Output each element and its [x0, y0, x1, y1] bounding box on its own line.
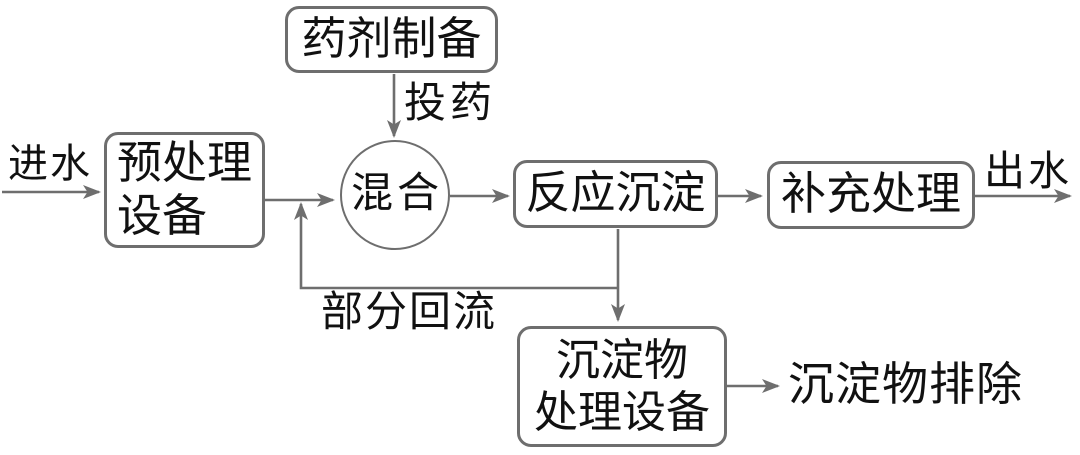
- node-sediment-treatment-equipment: 沉淀物 处理设备: [517, 326, 727, 447]
- sediment-removal-label: 沉淀物排除: [788, 359, 1023, 410]
- node-reaction-sedimentation: 反应沉淀: [513, 160, 718, 228]
- node-sediment-treatment-line2: 处理设备: [534, 387, 710, 437]
- node-pretreatment-equipment: 预处理 设备: [104, 132, 265, 248]
- node-chemical-preparation-label: 药剂制备: [301, 13, 482, 64]
- node-pretreatment-line1: 预处理: [117, 137, 253, 188]
- node-supplementary-treatment-label: 补充处理: [780, 169, 961, 220]
- dosing-label: 投药: [404, 81, 497, 127]
- node-mixing: 混合: [340, 140, 450, 250]
- partial-reflux-label: 部分回流: [321, 290, 498, 336]
- node-reaction-sedimentation-label: 反应沉淀: [525, 168, 706, 219]
- outflow-label: 出水: [984, 148, 1072, 194]
- node-pretreatment-line2: 设备: [117, 191, 208, 241]
- partial-reflux-arrow: [294, 202, 618, 290]
- inflow-label: 进水: [8, 141, 92, 186]
- node-chemical-preparation: 药剂制备: [285, 6, 498, 73]
- node-sediment-treatment-line1: 沉淀物: [556, 335, 688, 385]
- node-mixing-label: 混合: [350, 171, 443, 218]
- node-supplementary-treatment: 补充处理: [767, 161, 975, 229]
